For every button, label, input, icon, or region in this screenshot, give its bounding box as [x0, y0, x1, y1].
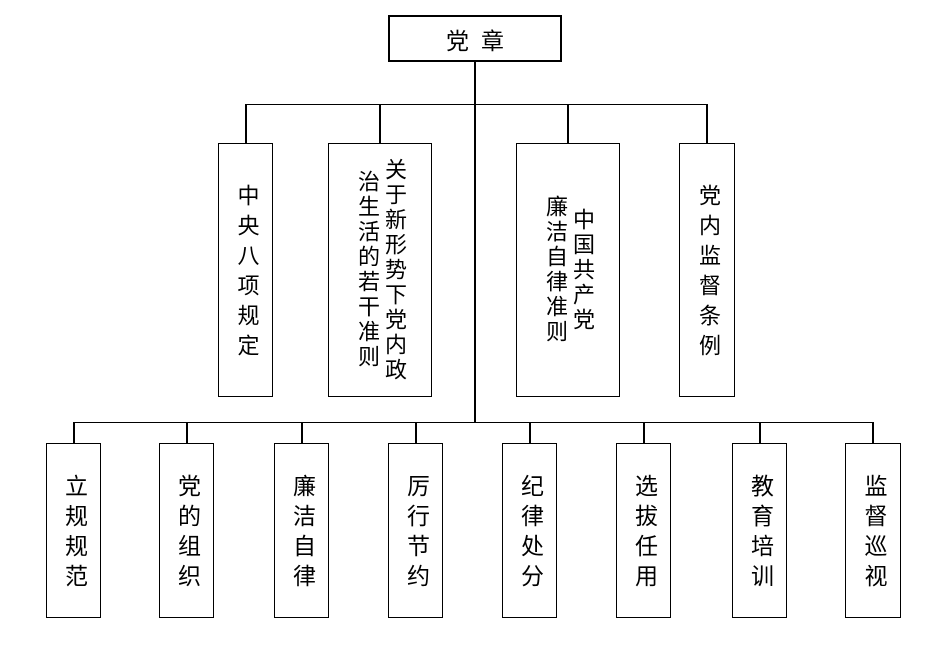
level3-node-4-label: 厉行节约	[402, 474, 429, 594]
level2-node-3: 中国共产党 廉洁自律准则	[516, 143, 620, 397]
level2-node-2-label: 关于新形势下党内政 治生活的若干准则	[354, 157, 406, 383]
connector-level3-drop-1	[73, 421, 75, 444]
connector-level3-rail	[73, 421, 873, 423]
level3-node-8: 监督巡视	[845, 443, 901, 618]
connector-level2-drop-2	[379, 103, 381, 144]
connector-level3-drop-6	[643, 421, 645, 444]
level3-node-5: 纪律处分	[502, 443, 557, 618]
connector-level3-drop-7	[759, 421, 761, 444]
level3-node-2: 党的组织	[159, 443, 214, 618]
level3-node-3-label: 廉洁自律	[288, 474, 315, 594]
level2-node-1-label: 中央八项规定	[233, 184, 259, 364]
connector-level3-drop-4	[415, 421, 417, 444]
root-node-label: 党章	[446, 28, 516, 55]
level2-node-3-label: 中国共产党 廉洁自律准则	[542, 195, 594, 345]
level2-node-1: 中央八项规定	[218, 143, 273, 397]
root-node: 党章	[388, 15, 562, 62]
level2-node-4-label: 党内监督条例	[695, 184, 720, 364]
level2-node-2: 关于新形势下党内政 治生活的若干准则	[328, 143, 432, 397]
level3-node-1: 立规规范	[46, 443, 101, 618]
level3-node-7: 教育培训	[732, 443, 787, 618]
connector-level2-drop-3	[567, 103, 569, 144]
level3-node-6: 选拔任用	[616, 443, 671, 618]
connector-level2-drop-1	[245, 103, 247, 144]
level3-node-3: 廉洁自律	[274, 443, 329, 618]
connector-level3-drop-2	[186, 421, 188, 444]
level3-node-5-label: 纪律处分	[516, 474, 543, 594]
connector-level3-drop-3	[301, 421, 303, 444]
connector-trunk-vertical	[474, 62, 476, 423]
level3-node-6-label: 选拔任用	[630, 474, 657, 594]
connector-level2-drop-4	[706, 103, 708, 144]
level3-node-2-label: 党的组织	[173, 474, 200, 594]
connector-level3-drop-5	[529, 421, 531, 444]
level2-node-4: 党内监督条例	[679, 143, 735, 397]
connector-level3-drop-8	[872, 421, 874, 444]
level3-node-8-label: 监督巡视	[860, 474, 886, 594]
level3-node-4: 厉行节约	[388, 443, 443, 618]
level3-node-1-label: 立规规范	[60, 474, 87, 594]
level3-node-7-label: 教育培训	[746, 474, 773, 594]
connector-level2-rail	[245, 103, 707, 105]
